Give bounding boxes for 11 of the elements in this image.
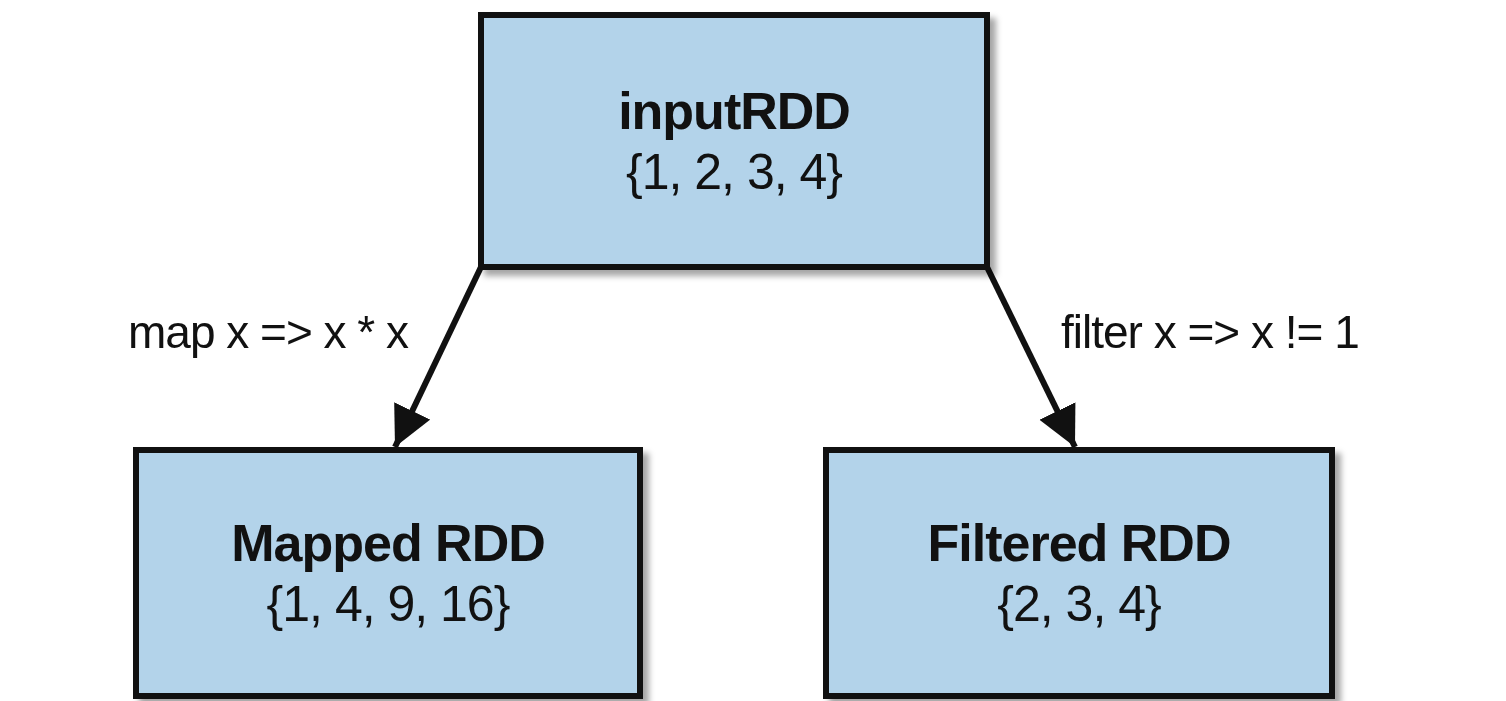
process-box	[133, 447, 643, 699]
node-title: Filtered RDD	[927, 512, 1231, 574]
node-values: {2, 3, 4}	[997, 575, 1161, 635]
arrow	[392, 265, 484, 449]
process-box	[478, 12, 990, 270]
node-values: {1, 2, 3, 4}	[626, 143, 842, 203]
process-box	[823, 447, 1335, 699]
node-title: Mapped RDD	[231, 512, 545, 574]
arrow	[984, 265, 1078, 449]
node-title: inputRDD	[618, 80, 850, 142]
node-values: {1, 4, 9, 16}	[266, 575, 510, 635]
